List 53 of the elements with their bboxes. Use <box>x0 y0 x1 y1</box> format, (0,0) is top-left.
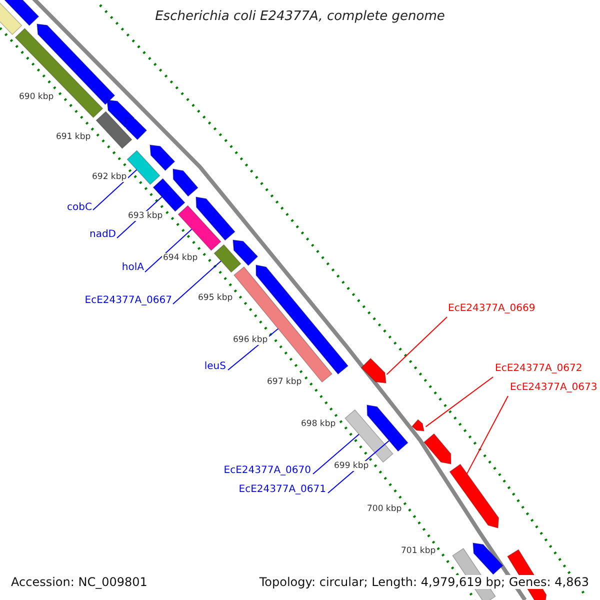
leader-line <box>312 434 360 474</box>
leader-line <box>172 260 222 304</box>
gene-bar <box>124 118 148 140</box>
gene-bar <box>36 24 116 106</box>
scale-label: 692 kbp <box>91 172 128 182</box>
accession-text: Accession: NC_009801 <box>10 575 148 589</box>
gene-bar <box>196 196 236 241</box>
gene-label: holA <box>122 263 144 273</box>
gene-bar <box>411 419 424 432</box>
gene-bar <box>344 409 394 463</box>
scale-label: 694 kbp <box>162 252 199 263</box>
gene-label: EcE24377A_0669 <box>448 304 536 314</box>
gene-bar <box>2 0 40 26</box>
gene-bar <box>126 150 160 185</box>
leader-line <box>466 396 508 475</box>
gene-label: EcE24377A_0667 <box>84 296 172 306</box>
scale-label: 695 kbp <box>197 292 234 303</box>
scale-label: 696 kbp <box>232 334 269 345</box>
gene-bar <box>214 244 242 273</box>
map-title: Escherichia coli E24377A, complete genome <box>154 10 446 23</box>
scale-label: 698 kbp <box>300 418 337 429</box>
gene-bar <box>423 433 452 464</box>
gene-label: leuS <box>204 362 226 372</box>
gene-bar <box>232 240 258 266</box>
genome-stats-text: Topology: circular; Length: 4,979,619 bp; Genes: 4,863 <box>258 575 590 589</box>
leader-line <box>92 169 138 210</box>
scale-label: 690 kbp <box>18 92 55 102</box>
gene-bar <box>96 111 132 149</box>
gene-label: EcE24377A_0672 <box>495 364 582 374</box>
gene-label: nadD <box>89 230 116 240</box>
leader-line <box>144 228 192 272</box>
gene-bar <box>172 168 198 197</box>
scale-label: 693 kbp <box>127 210 164 221</box>
scale-label: 700 kbp <box>366 504 403 514</box>
gene-bar <box>150 144 176 172</box>
gene-label: EcE24377A_0671 <box>238 485 326 495</box>
gene-bar <box>152 178 186 212</box>
gene-label: EcE24377A_0670 <box>224 466 311 476</box>
gene-bar <box>360 358 386 384</box>
gene-label: EcE24377A_0673 <box>510 383 598 393</box>
scale-label: 701 kbp <box>400 546 437 556</box>
gene-bar <box>178 205 222 251</box>
leader-line <box>425 376 494 428</box>
scale-label: 699 kbp <box>333 460 370 471</box>
gene-bar <box>366 404 408 452</box>
gene-bar <box>472 542 504 575</box>
scale-label: 697 kbp <box>266 376 303 387</box>
leader-line <box>386 316 448 375</box>
gene-bar <box>449 464 499 529</box>
scale-label: 691 kbp <box>55 132 92 142</box>
gene-bar <box>14 28 104 118</box>
gene-label: cobC <box>67 203 92 213</box>
gene-bar <box>0 0 22 36</box>
